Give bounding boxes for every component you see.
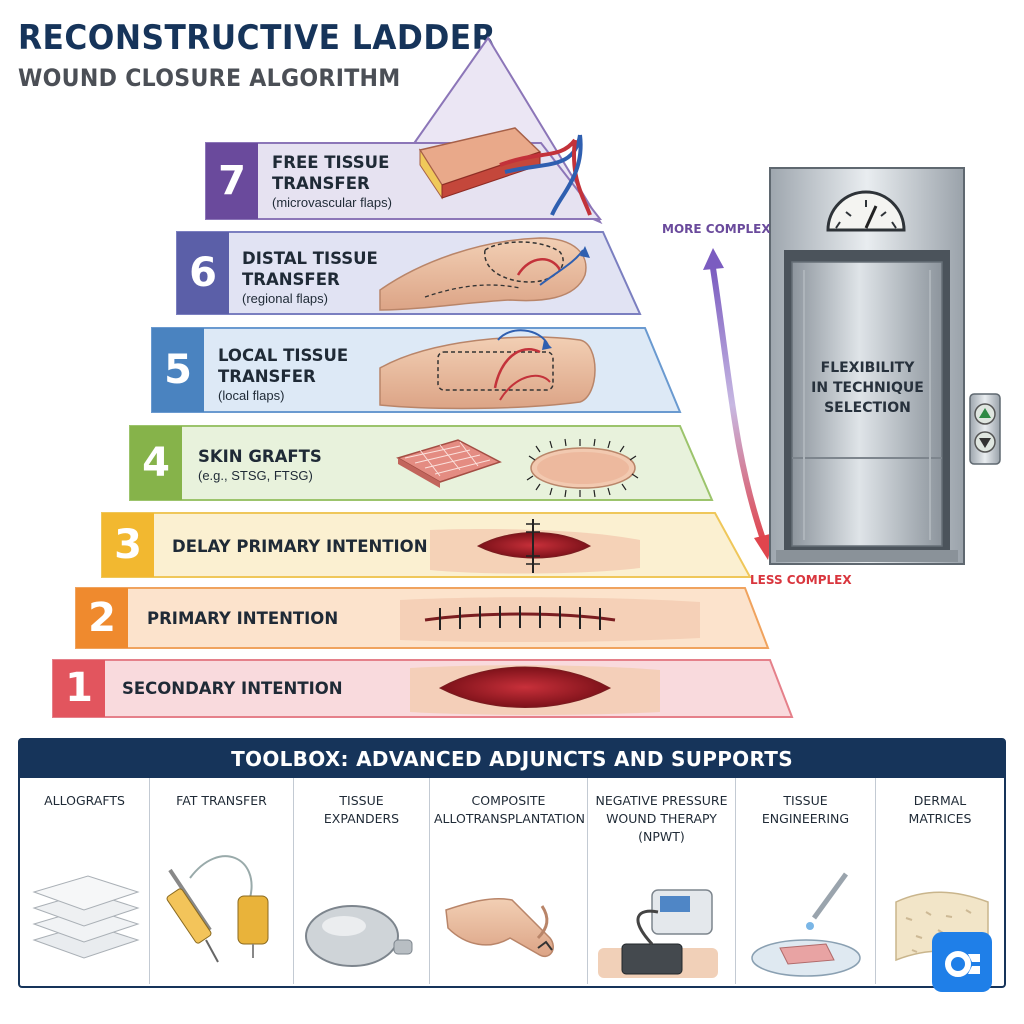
tier-1-number: 1 [65, 665, 93, 711]
skin-graft-illustration [396, 438, 639, 498]
tier-5-sublabel: (local flaps) [218, 388, 285, 403]
tier-7-number: 7 [218, 158, 246, 204]
tier-5[interactable] [151, 327, 682, 413]
tool-fat-transfer[interactable]: FAT TRANSFER [150, 778, 294, 984]
gauge-icon [826, 190, 906, 232]
tier-4-sublabel: (e.g., STSG, FTSG) [198, 468, 313, 483]
delay-primary-illustration [430, 519, 640, 574]
tier-7-title: FREE TISSUE TRANSFER [272, 153, 390, 193]
tier-7-sublabel: (microvascular flaps) [272, 195, 392, 210]
tool-composite-allotransplantation[interactable]: COMPOSITE ALLOTRANSPLANTATION [430, 778, 588, 984]
less-complex-label: LESS COMPLEX [750, 573, 852, 587]
elevator-label: FLEXIBILITY IN TECHNIQUE SELECTION [811, 360, 924, 416]
primary-intention-illustration [400, 597, 700, 643]
up-arrow-icon[interactable] [974, 403, 996, 425]
tool-label: NEGATIVE PRESSURE WOUND THERAPY (NPWT) [595, 793, 728, 844]
tool-tissue-expanders[interactable]: TISSUE EXPANDERS [294, 778, 430, 984]
toolbox-title: TOOLBOX: ADVANCED ADJUNCTS AND SUPPORTS [20, 740, 1004, 778]
tier-1-label: SECONDARY INTENTION [122, 679, 343, 698]
tier-5-number: 5 [164, 347, 192, 393]
tier-7-label: FREE TISSUE TRANSFER (microvascular flap… [272, 152, 392, 212]
tool-label: FAT TRANSFER [176, 793, 267, 808]
tool-tissue-engineering[interactable]: TISSUE ENGINEERING [736, 778, 876, 984]
brand-logo-icon [932, 932, 992, 992]
regional-flap-illustration [379, 237, 590, 311]
tier-6-title: DISTAL TISSUE TRANSFER [242, 249, 378, 289]
tier-6-number: 6 [189, 250, 217, 296]
tier-2[interactable] [75, 587, 770, 649]
tier-5-title: LOCAL TISSUE TRANSFER [218, 346, 349, 386]
page-subtitle: WOUND CLOSURE ALGORITHM [18, 64, 401, 92]
tissue-expander-icon [305, 905, 413, 967]
more-complex-label: MORE COMPLEX [662, 222, 771, 236]
page-title: RECONSTRUCTIVE LADDER [18, 18, 497, 58]
tool-label: ALLOGRAFTS [44, 793, 125, 808]
allograft-sheets-icon [32, 875, 140, 959]
npwt-device-icon [598, 889, 718, 978]
elevator [769, 167, 1001, 565]
petri-dish-icon [751, 872, 861, 977]
tool-label: DERMAL MATRICES [908, 793, 972, 826]
toolbox-panel: TOOLBOX: ADVANCED ADJUNCTS AND SUPPORTS … [18, 738, 1006, 988]
tool-allografts[interactable]: ALLOGRAFTS [20, 778, 150, 984]
tier-1[interactable] [52, 659, 794, 718]
tier-6-label: DISTAL TISSUE TRANSFER (regional flaps) [242, 248, 378, 308]
tier-3-label: DELAY PRIMARY INTENTION [172, 537, 428, 556]
tool-npwt[interactable]: NEGATIVE PRESSURE WOUND THERAPY (NPWT) [588, 778, 736, 984]
down-arrow-icon[interactable] [974, 431, 996, 453]
tier-4-number: 4 [142, 440, 170, 486]
tier-4-label: SKIN GRAFTS (e.g., STSG, FTSG) [198, 446, 322, 485]
tier-4[interactable] [129, 425, 714, 501]
local-flap-illustration [379, 329, 596, 410]
tier-3[interactable] [101, 512, 752, 578]
tool-label: COMPOSITE ALLOTRANSPLANTATION [434, 793, 585, 826]
tool-label: TISSUE EXPANDERS [323, 793, 400, 826]
tool-label: TISSUE ENGINEERING [761, 793, 850, 826]
toolbox-items: ALLOGRAFTS FAT TRANSFER TISSUE EXPANDERS [20, 778, 1004, 984]
secondary-intention-illustration [410, 665, 660, 715]
tier-3-number: 3 [114, 522, 142, 568]
syringe-icon [166, 855, 269, 963]
tier-6-sublabel: (regional flaps) [242, 291, 328, 306]
free-flap-illustration [418, 127, 592, 216]
tier-4-title: SKIN GRAFTS [198, 447, 322, 466]
tier-2-number: 2 [88, 595, 116, 641]
tier-5-label: LOCAL TISSUE TRANSFER (local flaps) [218, 345, 348, 405]
tier-6[interactable] [176, 231, 642, 315]
tier-2-label: PRIMARY INTENTION [147, 609, 339, 628]
tier-7[interactable] [205, 127, 603, 220]
tool-dermal-matrices[interactable]: DERMAL MATRICES [876, 778, 1004, 984]
hand-icon [445, 897, 554, 958]
